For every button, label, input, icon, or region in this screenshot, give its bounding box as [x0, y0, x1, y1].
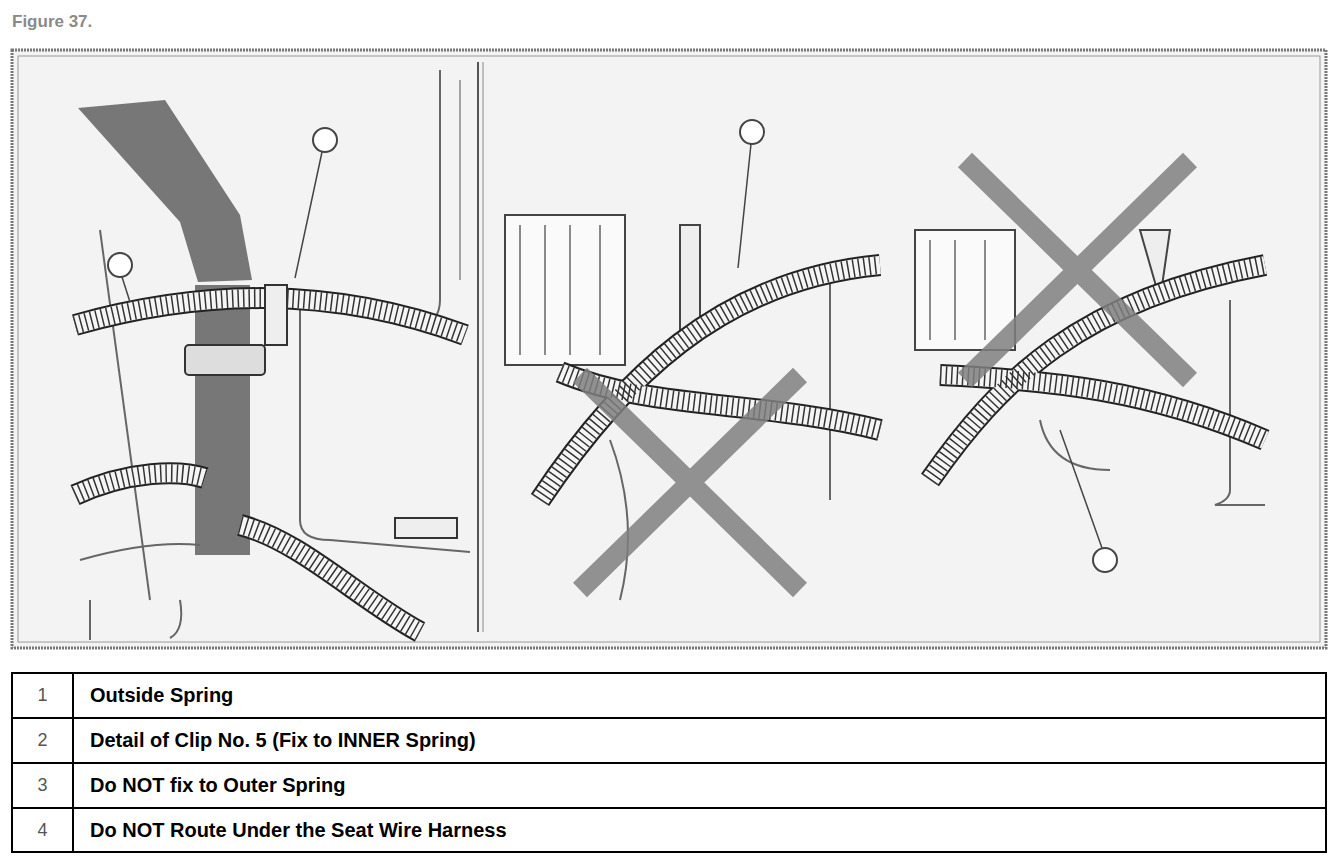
corrugated-tubes — [75, 265, 1265, 632]
corrugated-tube — [75, 473, 205, 495]
table-rule — [12, 717, 1326, 719]
table-rule — [12, 807, 1326, 809]
leader-line — [122, 277, 130, 302]
item-number: 1 — [14, 673, 71, 718]
item-number: 2 — [14, 718, 71, 763]
overlay-details — [108, 120, 1190, 590]
frame-inner — [18, 56, 1320, 642]
corrugated-tube — [240, 525, 420, 632]
spring-wire — [418, 70, 440, 330]
item-description: Do NOT fix to Outer Spring — [90, 763, 346, 808]
callout-circle — [1093, 548, 1117, 572]
callout-circle — [740, 120, 764, 144]
item-number: 3 — [14, 763, 71, 808]
callout-circle — [313, 128, 337, 152]
cross-mark — [965, 160, 1190, 380]
corrugated-tube — [75, 473, 205, 495]
corrugated-tube — [240, 525, 420, 632]
spring-wire — [459, 80, 461, 280]
corrugated-tube — [940, 375, 1265, 440]
corrugated-tube — [240, 525, 420, 632]
bracket-detail — [520, 225, 600, 355]
bracket-detail — [930, 240, 985, 340]
cross-mark — [580, 375, 800, 590]
panel-divider — [483, 62, 484, 632]
corrugated-tube — [940, 375, 1265, 440]
figure-title: Figure 37. — [12, 12, 92, 32]
clip — [265, 285, 287, 345]
item-description: Outside Spring — [90, 673, 233, 718]
table-rule — [12, 762, 1326, 764]
connector — [395, 518, 457, 538]
leader-line — [1060, 430, 1102, 548]
seat-bracket — [505, 215, 625, 365]
spring-wire — [90, 600, 181, 640]
spring-wire — [80, 544, 200, 560]
panel-divider — [477, 62, 479, 632]
corrugated-tube — [75, 473, 205, 495]
leader-line — [295, 152, 322, 278]
clip — [185, 345, 265, 375]
legend-table — [12, 673, 1326, 852]
figure-frame — [12, 50, 1326, 648]
item-description: Do NOT Route Under the Seat Wire Harness — [90, 808, 507, 853]
callout-circle — [108, 253, 132, 277]
table-border — [12, 673, 1326, 852]
leader-line — [738, 144, 751, 268]
spring-wire — [100, 230, 150, 600]
item-number: 4 — [14, 808, 71, 853]
frame-outer — [12, 50, 1326, 648]
seat-frame-band — [195, 285, 250, 555]
item-description: Detail of Clip No. 5 (Fix to INNER Sprin… — [90, 718, 476, 763]
correct-routing-panel — [78, 70, 470, 640]
